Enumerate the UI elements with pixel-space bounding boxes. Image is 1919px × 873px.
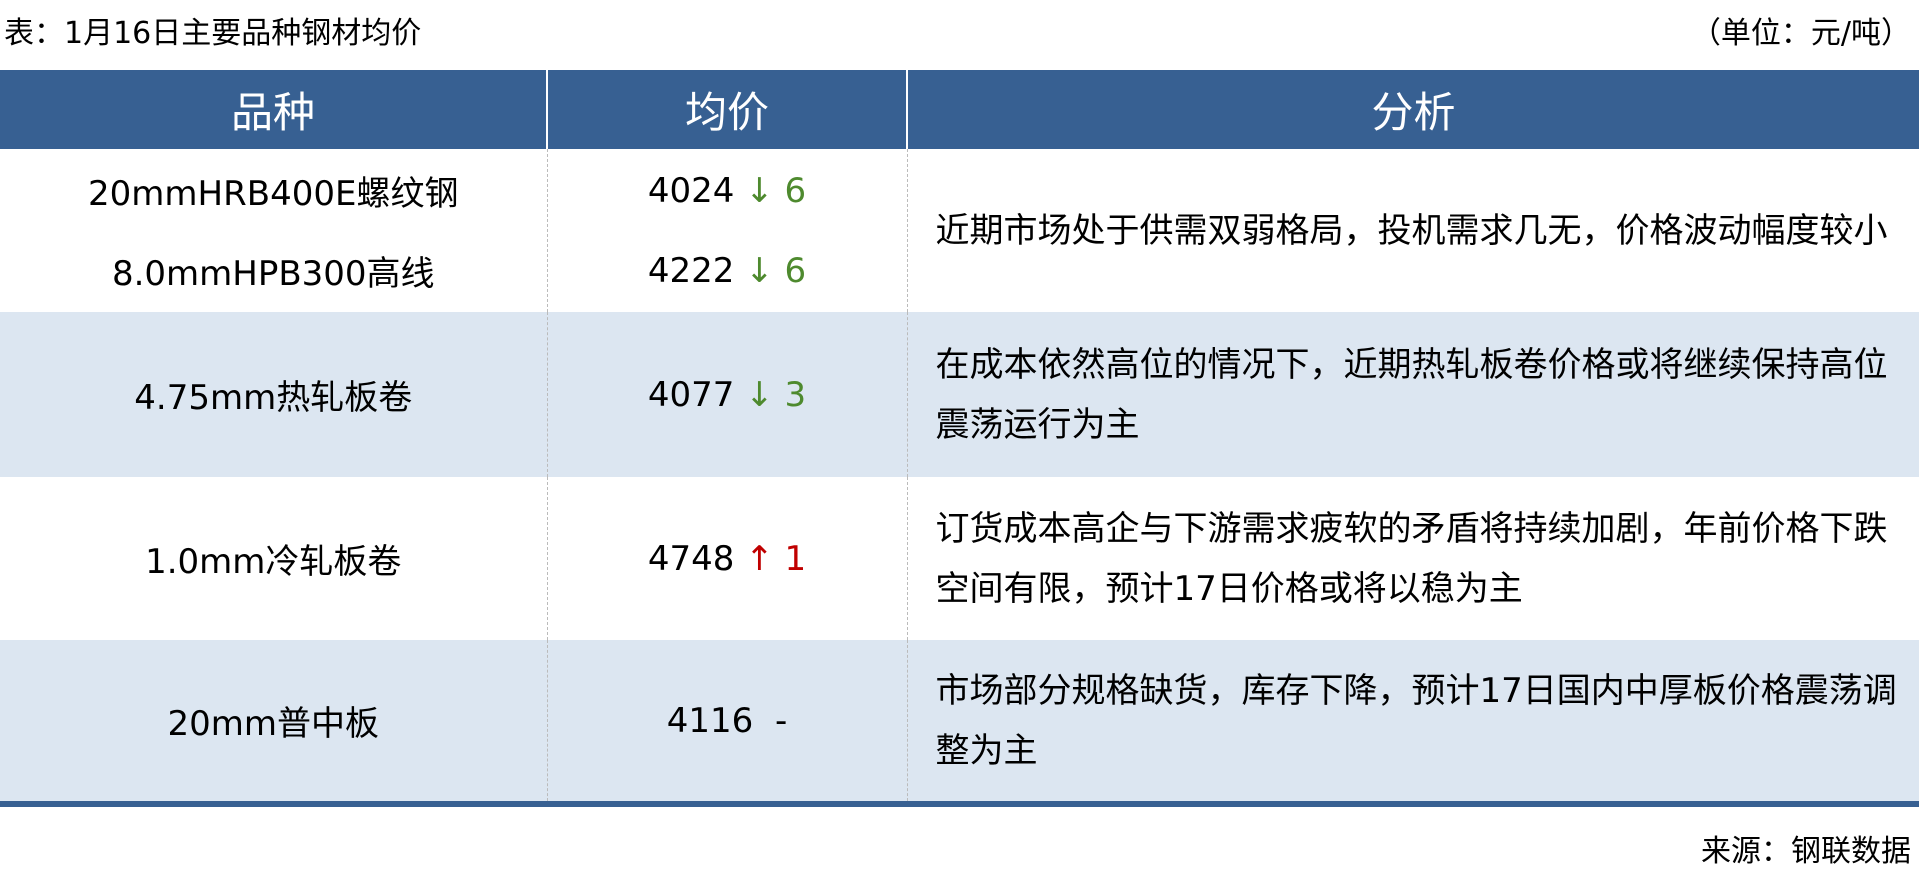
price-value: 4024 ↓ 6 xyxy=(548,151,907,231)
price-change: 6 xyxy=(784,170,807,211)
analysis-cell: 在成本依然高位的情况下，近期热轧板卷价格或将继续保持高位震荡运行为主 xyxy=(907,312,1919,477)
header-variety: 品种 xyxy=(0,70,548,149)
variety-cell: 20mmHRB400E螺纹钢 8.0mmHPB300高线 xyxy=(0,149,548,312)
price-number: 4222 xyxy=(647,250,735,291)
arrow-down-icon: ↓ xyxy=(745,250,774,291)
variety-name: 20mmHRB400E螺纹钢 xyxy=(88,174,459,214)
price-number: 4077 xyxy=(647,374,735,415)
analysis-cell: 订货成本高企与下游需求疲软的矛盾将持续加剧，年前价格下跌空间有限，预计17日价格… xyxy=(935,508,1888,609)
price-change: - xyxy=(774,700,788,741)
price-number: 4748 xyxy=(647,538,735,579)
price-number: 4024 xyxy=(647,170,735,211)
price-cell: 4748 ↑ 1 xyxy=(547,477,908,640)
steel-price-table: 品种 均价 分析 20mmHRB400E螺纹钢 8.0mmHPB300高线 4024… xyxy=(0,70,1919,807)
price-value: 4116 - xyxy=(548,681,907,761)
arrow-down-icon: ↓ xyxy=(745,374,774,415)
price-value: 4748 ↑ 1 xyxy=(548,519,907,599)
price-change: 1 xyxy=(784,538,807,579)
unit-label: （单位：元/吨） xyxy=(1690,16,1911,51)
header-analysis: 分析 xyxy=(907,70,1919,149)
table-row: 1.0mm冷轧板卷 4748 ↑ 1 订货成本高企与下游需求疲软的矛盾将持续加剧，年… xyxy=(0,477,1919,640)
arrow-up-icon: ↑ xyxy=(745,538,774,579)
price-number: 4116 xyxy=(666,700,754,741)
variety-name: 1.0mm冷轧板卷 xyxy=(145,542,402,582)
price-cell: 4116 - xyxy=(547,640,908,807)
source-label: 来源：钢联数据 xyxy=(1701,834,1911,869)
variety-name: 4.75mm热轧板卷 xyxy=(134,378,413,418)
price-value: 4077 ↓ 3 xyxy=(548,355,907,435)
price-cell: 4077 ↓ 3 xyxy=(547,312,908,477)
header-price: 均价 xyxy=(547,70,908,149)
analysis-cell: 近期市场处于供需双弱格局，投机需求几无，价格波动幅度较小 xyxy=(935,210,1888,251)
arrow-down-icon: ↓ xyxy=(745,170,774,211)
table-title: 表：1月16日主要品种钢材均价 xyxy=(4,16,422,51)
price-change: 3 xyxy=(784,374,807,415)
analysis-cell: 市场部分规格缺货，库存下降，预计17日国内中厚板价格震荡调整为主 xyxy=(907,640,1919,807)
variety-name: 20mm普中板 xyxy=(167,704,379,744)
price-value: 4222 ↓ 6 xyxy=(548,231,907,311)
variety-cell: 1.0mm冷轧板卷 xyxy=(0,477,548,640)
variety-name: 8.0mmHPB300高线 xyxy=(111,254,435,294)
variety-cell: 20mm普中板 xyxy=(0,640,548,807)
variety-cell: 4.75mm热轧板卷 xyxy=(0,312,548,477)
price-change: 6 xyxy=(784,250,807,291)
